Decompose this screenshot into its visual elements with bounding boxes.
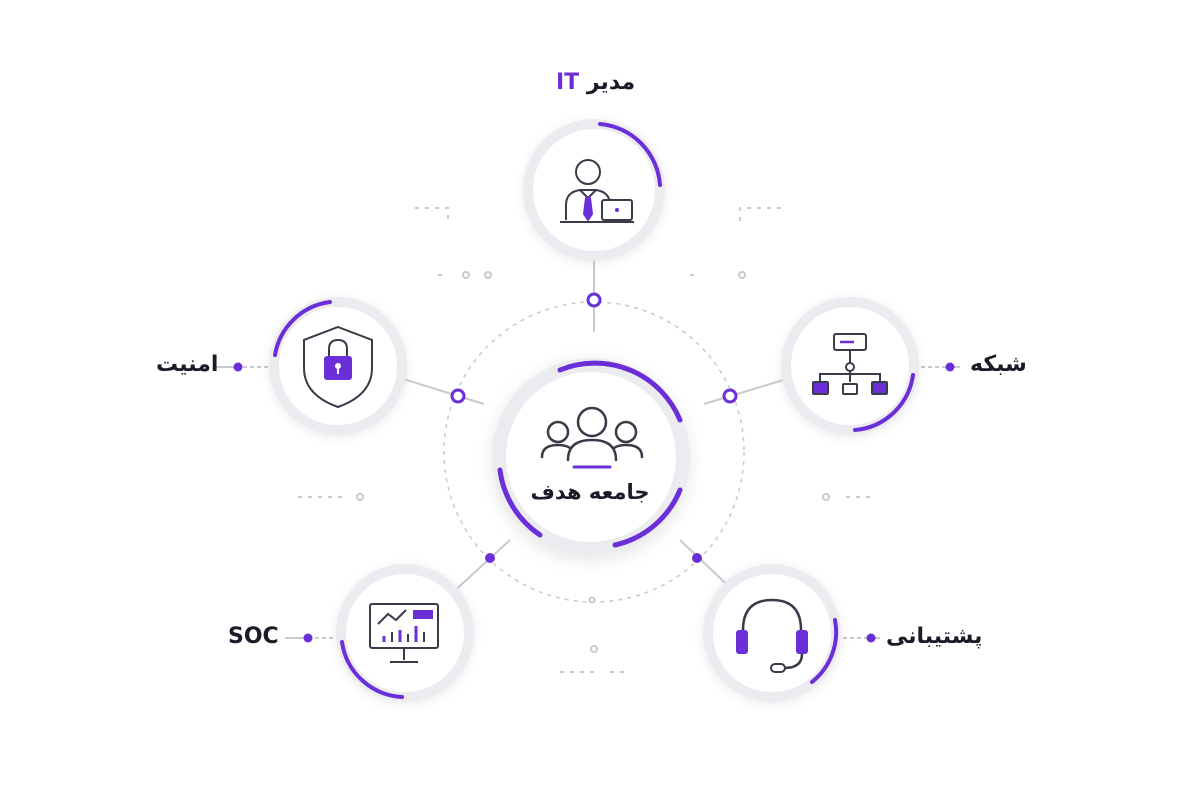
security-shield-lock-icon [303, 325, 373, 409]
node-security [269, 297, 407, 435]
label-bullets [233, 362, 955, 643]
orbit-ring [443, 301, 745, 603]
label-dashes [240, 365, 950, 640]
orbit-markers [450, 292, 738, 563]
monitor-chart-icon [369, 603, 439, 663]
center-label: جامعه هدف [530, 480, 650, 504]
node-label-security: امنیت [156, 352, 219, 377]
group-users-icon [540, 406, 644, 469]
node-label-support: پشتیبانی [886, 624, 983, 649]
connector-lines [215, 258, 960, 639]
it-manager-label-accent: IT [556, 70, 580, 95]
node-label-soc: SOC [228, 624, 279, 649]
headset-icon [736, 598, 808, 673]
decorative-marks [298, 207, 870, 673]
node-soc [336, 564, 474, 702]
node-support [703, 564, 841, 702]
it-manager-label-text: مدیر [586, 70, 636, 95]
node-label-it-manager: مدیر IT [556, 70, 635, 95]
center-node [492, 358, 690, 556]
node-network [781, 297, 919, 435]
network-hierarchy-icon [812, 333, 888, 395]
node-label-network: شبکه [970, 352, 1027, 377]
node-it-manager [523, 119, 665, 261]
it-manager-icon [560, 159, 634, 223]
